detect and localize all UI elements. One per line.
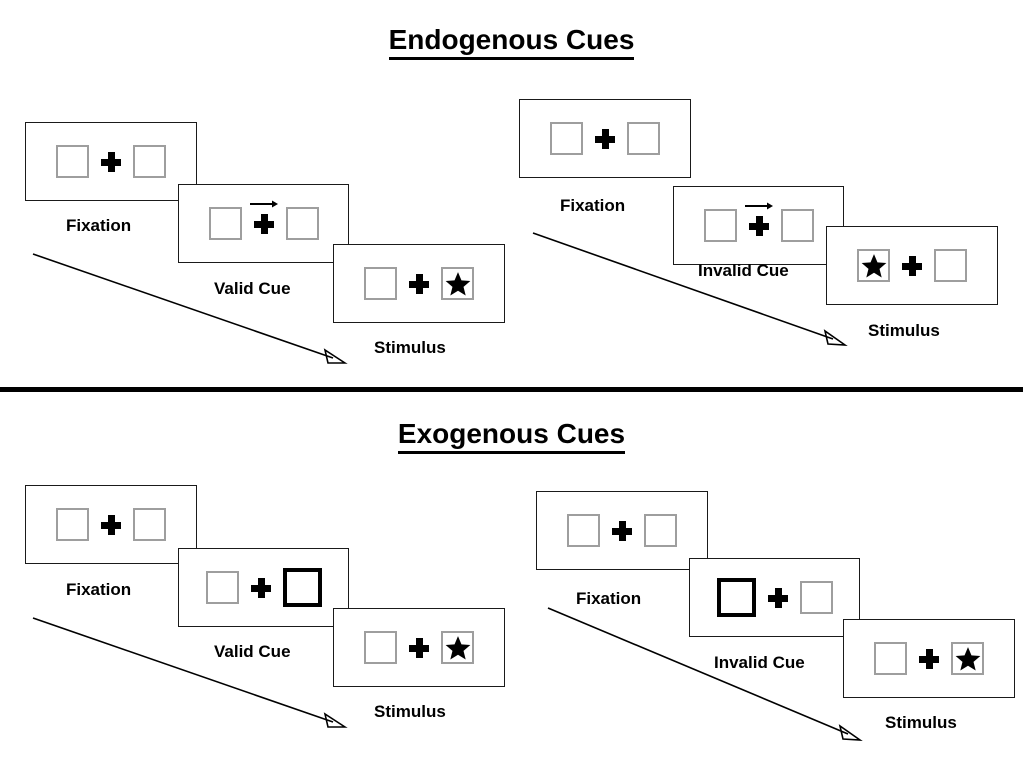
stimulus-center: [397, 273, 441, 294]
star-icon: [445, 271, 470, 295]
phase-label-endogenous-valid-stimulus: Stimulus: [374, 338, 446, 357]
placeholder-box-left: [567, 514, 600, 547]
placeholder-box-left-cued: [716, 578, 756, 617]
cue-center: [239, 577, 283, 598]
fixation-center: [583, 128, 627, 149]
frame-exogenous-valid-cue: [178, 548, 349, 627]
placeholder-box-left: [208, 207, 242, 240]
stimulus-center: [907, 648, 951, 669]
plus-icon: [767, 587, 788, 608]
plus-icon: [612, 520, 632, 541]
placeholder-box-left: [364, 267, 397, 300]
star-icon: [445, 635, 470, 659]
phase-label-exogenous-valid-stimulus: Stimulus: [374, 702, 446, 721]
section-divider: [0, 387, 1023, 392]
frame-exogenous-invalid-fixation: [536, 491, 708, 570]
placeholder-box-left: [703, 209, 737, 242]
frame-exogenous-valid-fixation: [25, 485, 197, 564]
section-title-endogenous: Endogenous Cues: [0, 24, 1023, 60]
time-arrow-icon-endogenous-valid: [32, 253, 348, 364]
stimulus-center: [890, 255, 934, 276]
placeholder-box-right: [934, 249, 967, 282]
frame-endogenous-invalid-fixation: [519, 99, 691, 178]
star-icon: [955, 646, 980, 670]
phase-label-endogenous-invalid-fixation: Fixation: [560, 196, 626, 215]
plus-icon: [902, 255, 922, 276]
plus-icon: [409, 637, 429, 658]
frame-endogenous-invalid-cue: [673, 186, 844, 265]
placeholder-box-right: [441, 631, 474, 664]
fixation-center: [89, 151, 133, 172]
phase-label-endogenous-invalid-stimulus: Stimulus: [868, 321, 940, 340]
placeholder-box-left: [550, 122, 583, 155]
placeholder-box-left: [56, 145, 89, 178]
placeholder-box-right: [627, 122, 660, 155]
plus-icon: [409, 273, 429, 294]
placeholder-box-right: [133, 508, 166, 541]
cue-center: [756, 587, 800, 608]
placeholder-box-right: [441, 267, 474, 300]
phase-label-endogenous-valid-cue: Valid Cue: [214, 279, 291, 298]
phase-label-exogenous-invalid-fixation: Fixation: [576, 589, 642, 608]
frame-exogenous-invalid-cue: [689, 558, 860, 637]
section-title-exogenous-text: Exogenous Cues: [397, 418, 626, 454]
frame-endogenous-valid-cue: [178, 184, 349, 263]
placeholder-box-right: [644, 514, 677, 547]
placeholder-box-right: [285, 207, 319, 240]
section-title-exogenous: Exogenous Cues: [0, 418, 1023, 454]
frame-endogenous-invalid-stimulus: [826, 226, 998, 305]
star-icon: [861, 253, 886, 277]
plus-icon: [748, 215, 769, 236]
placeholder-box-right: [799, 581, 833, 614]
placeholder-box-right: [780, 209, 814, 242]
placeholder-box-left: [874, 642, 907, 675]
placeholder-box-left: [205, 571, 239, 604]
cue-center: [242, 200, 286, 234]
placeholder-box-left: [364, 631, 397, 664]
phase-label-exogenous-invalid-stimulus: Stimulus: [885, 713, 957, 732]
placeholder-box-right: [133, 145, 166, 178]
frame-exogenous-valid-stimulus: [333, 608, 505, 687]
phase-label-endogenous-invalid-cue: Invalid Cue: [698, 261, 789, 280]
arrow-right-icon: [744, 202, 773, 209]
phase-label-endogenous-valid-fixation: Fixation: [66, 216, 132, 235]
phase-label-exogenous-invalid-cue: Invalid Cue: [714, 653, 805, 672]
section-title-endogenous-text: Endogenous Cues: [388, 24, 635, 60]
placeholder-box-right: [951, 642, 984, 675]
fixation-center: [89, 514, 133, 535]
plus-icon: [253, 213, 274, 234]
arrow-right-icon: [249, 200, 278, 207]
frame-endogenous-valid-fixation: [25, 122, 197, 201]
frame-endogenous-valid-stimulus: [333, 244, 505, 323]
plus-icon: [250, 577, 271, 598]
plus-icon: [919, 648, 939, 669]
plus-icon: [101, 151, 121, 172]
fixation-center: [600, 520, 644, 541]
phase-label-exogenous-valid-cue: Valid Cue: [214, 642, 291, 661]
plus-icon: [595, 128, 615, 149]
placeholder-box-left: [56, 508, 89, 541]
stimulus-center: [397, 637, 441, 658]
placeholder-box-right-cued: [282, 568, 322, 607]
frame-exogenous-invalid-stimulus: [843, 619, 1015, 698]
time-arrow-icon-exogenous-valid: [32, 617, 348, 728]
plus-icon: [101, 514, 121, 535]
placeholder-box-left: [857, 249, 890, 282]
phase-label-exogenous-valid-fixation: Fixation: [66, 580, 132, 599]
cue-center: [737, 202, 781, 236]
